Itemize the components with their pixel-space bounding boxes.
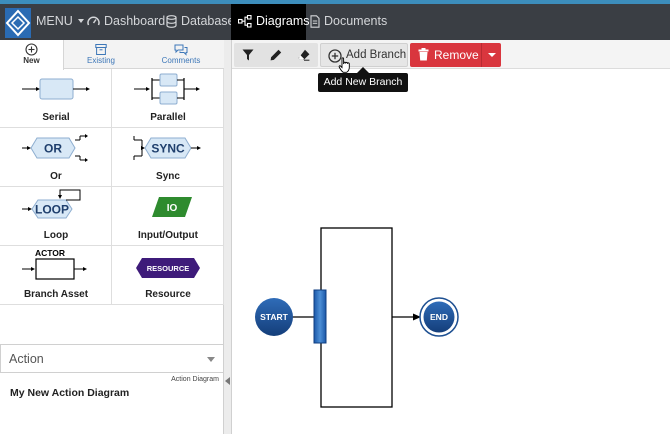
io-shape-text: IO — [167, 203, 178, 214]
chevron-down-icon — [207, 357, 215, 362]
nav-documents[interactable]: Documents — [310, 4, 387, 40]
plus-circle-icon — [328, 49, 342, 63]
tab-comments[interactable]: Comments — [138, 40, 224, 69]
or-shape-icon: OR — [22, 134, 88, 162]
tab-new[interactable]: New — [0, 40, 64, 70]
hand-pointer-cursor-icon — [338, 57, 350, 73]
diagram-name[interactable]: My New Action Diagram — [10, 387, 130, 399]
parallel-split-bar[interactable] — [313, 289, 327, 344]
palette-branch-asset[interactable]: ACTOR Branch Asset — [0, 246, 112, 305]
nav-diagrams-label: Diagrams — [256, 14, 310, 28]
diagram-type-select[interactable]: Action — [0, 344, 224, 373]
caret-down-icon — [488, 53, 496, 57]
document-icon — [310, 15, 320, 28]
start-node-label: START — [260, 312, 289, 322]
palette-input-output-label: Input/Output — [138, 230, 198, 241]
caret-down-icon — [78, 19, 85, 23]
palette-loop[interactable]: LOOP Loop — [0, 187, 112, 246]
top-navigation-bar: MENU Dashboard Database Diagrams Documen… — [0, 0, 670, 40]
palette-or-label: Or — [50, 171, 62, 182]
nav-dashboard-label: Dashboard — [104, 14, 166, 28]
palette-loop-label: Loop — [43, 230, 69, 241]
tooltip-arrow — [357, 67, 369, 73]
io-shape-icon: IO — [152, 197, 192, 217]
palette-branch-asset-label: Branch Asset — [23, 289, 89, 300]
palette-sync-label: Sync — [156, 171, 180, 182]
sync-shape-text: SYNC — [151, 142, 185, 156]
pencil-icon — [270, 49, 282, 61]
diagram-icon — [237, 14, 252, 28]
palette-input-output[interactable]: IO Input/Output — [112, 187, 224, 246]
filter-button[interactable] — [234, 43, 262, 67]
edit-button[interactable] — [262, 43, 290, 67]
palette-serial[interactable]: Serial — [0, 69, 112, 128]
remove-button[interactable]: Remove — [410, 43, 481, 67]
logo-diamond-icon — [5, 9, 31, 37]
tab-new-label: New — [23, 56, 40, 65]
menu-dropdown[interactable]: MENU — [36, 4, 85, 40]
filter-icon — [242, 49, 254, 61]
trash-icon — [418, 48, 429, 61]
archive-icon — [95, 44, 107, 55]
diagram-canvas[interactable]: START END — [232, 69, 670, 434]
branch-asset-shape-icon: ACTOR — [22, 248, 87, 280]
diagram-toolbar: Add Branch Remove — [232, 40, 670, 69]
eraser-icon — [298, 49, 310, 61]
tab-comments-label: Comments — [161, 56, 201, 65]
palette-parallel[interactable]: Parallel — [112, 69, 224, 128]
end-connector-arrowhead — [413, 313, 421, 321]
loop-shape-icon: LOOP — [22, 189, 81, 219]
left-panel: New Existing Comments Serial — [0, 40, 224, 434]
palette-resource[interactable]: RESOURCE Resource — [112, 246, 224, 305]
palette-parallel-label: Parallel — [150, 112, 186, 123]
palette-serial-label: Serial — [42, 112, 70, 123]
tool-group — [234, 43, 318, 67]
collapse-arrow-icon[interactable] — [225, 377, 230, 385]
panel-splitter[interactable] — [224, 40, 232, 434]
nav-documents-label: Documents — [324, 14, 388, 28]
diagram-svg: START END — [255, 227, 459, 408]
palette-sync[interactable]: SYNC Sync — [112, 128, 224, 187]
menu-label: MENU — [36, 14, 73, 28]
branch-box[interactable] — [320, 227, 393, 408]
sync-shape-icon: SYNC — [133, 136, 201, 160]
serial-shape-icon — [22, 78, 90, 100]
diagram-type-select-value: Action — [9, 352, 44, 366]
add-branch-button[interactable]: Add Branch — [320, 43, 408, 67]
diagram-type-caption: Action Diagram — [171, 376, 219, 383]
end-node[interactable]: END — [419, 297, 459, 337]
add-branch-label: Add Branch — [346, 49, 407, 61]
database-icon — [166, 15, 177, 28]
actor-shape-text: ACTOR — [35, 248, 65, 258]
panel-tabs: New Existing Comments — [0, 40, 224, 70]
plus-circle-icon — [25, 43, 38, 56]
parallel-shape-icon — [134, 73, 200, 105]
nav-diagrams[interactable]: Diagrams — [231, 4, 310, 40]
remove-dropdown-button[interactable] — [481, 43, 501, 67]
remove-label: Remove — [434, 48, 479, 62]
add-branch-tooltip: Add New Branch — [318, 73, 408, 92]
nav-database[interactable]: Database — [166, 4, 235, 40]
tab-existing-label: Existing — [86, 56, 115, 65]
palette-resource-label: Resource — [145, 289, 191, 300]
app-logo[interactable] — [5, 8, 31, 38]
erase-button[interactable] — [290, 43, 318, 67]
palette-or[interactable]: OR Or — [0, 128, 112, 187]
nav-dashboard[interactable]: Dashboard — [87, 4, 165, 40]
speedometer-icon — [87, 16, 100, 26]
resource-shape-text: RESOURCE — [147, 264, 190, 273]
tab-existing[interactable]: Existing — [64, 40, 138, 69]
or-shape-text: OR — [44, 142, 62, 156]
comments-icon — [174, 44, 188, 56]
nav-database-label: Database — [181, 14, 235, 28]
loop-shape-text: LOOP — [35, 203, 69, 217]
start-node[interactable]: START — [255, 298, 293, 336]
resource-shape-icon: RESOURCE — [136, 258, 200, 278]
end-node-label: END — [430, 312, 448, 322]
